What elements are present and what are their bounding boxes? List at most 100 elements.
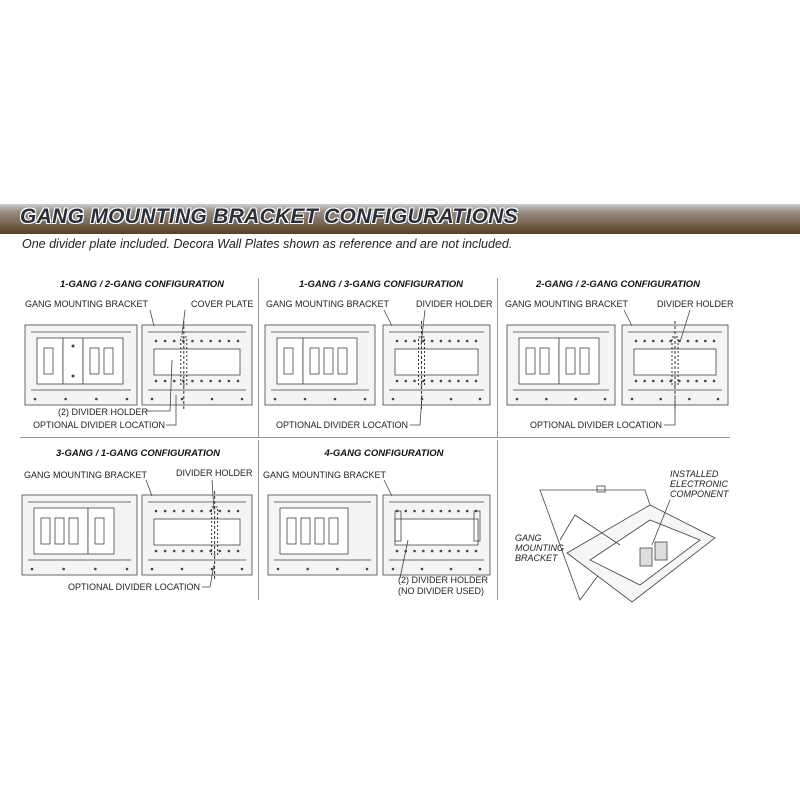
- screw-icon: [191, 509, 194, 513]
- decora-opening: [328, 517, 339, 545]
- panel-title: 2-GANG / 2-GANG CONFIGURATION: [536, 279, 700, 290]
- divider: [497, 278, 498, 438]
- screw-icon: [678, 379, 681, 383]
- label: OPTIONAL DIVIDER LOCATION: [276, 420, 409, 430]
- screw-icon: [150, 397, 154, 401]
- leader-line: [420, 309, 426, 346]
- screw-icon: [210, 567, 214, 571]
- screw-icon: [333, 397, 337, 401]
- leader-line: [664, 395, 676, 426]
- label: OPTIONAL DIVIDER LOCATION: [33, 420, 166, 430]
- panel-title: 4-GANG CONFIGURATION: [324, 448, 444, 459]
- divider-holder: [394, 510, 402, 542]
- screw-icon: [150, 567, 154, 571]
- leader-line: [211, 479, 215, 511]
- decora-opening: [525, 347, 536, 375]
- screw-icon: [413, 379, 416, 383]
- leader-line: [149, 309, 155, 327]
- screw-icon: [448, 549, 451, 553]
- label-line: COMPONENT: [670, 489, 729, 499]
- leader-line: [679, 309, 691, 343]
- screw-icon: [306, 567, 309, 571]
- screw-icon: [227, 549, 231, 553]
- screw-icon: [449, 567, 453, 571]
- page-title: GANG MOUNTING BRACKET CONFIGURATIONS: [20, 205, 519, 228]
- screw-icon: [125, 397, 129, 401]
- screw-icon: [574, 397, 577, 401]
- screw-icon: [33, 397, 37, 401]
- screw-icon: [457, 549, 460, 553]
- leader-line: [383, 479, 393, 497]
- leader-line: [166, 395, 177, 426]
- screw-icon: [439, 379, 443, 383]
- leader-line: [399, 539, 409, 579]
- screw-icon: [465, 549, 469, 553]
- screw-icon: [474, 379, 478, 383]
- divider-holder: [211, 506, 219, 556]
- screw-icon: [716, 397, 720, 401]
- screw-icon: [218, 509, 222, 513]
- divider-holder: [473, 510, 481, 542]
- screw-icon: [395, 339, 399, 343]
- label-line: ELECTRONIC: [670, 479, 729, 489]
- bracket-opening: [153, 518, 241, 546]
- screw-icon: [163, 509, 167, 513]
- screw-icon: [236, 339, 240, 343]
- screw-icon: [686, 339, 690, 343]
- screw-icon: [420, 567, 424, 571]
- screw-icon: [200, 509, 203, 513]
- screw-icon: [62, 567, 65, 571]
- screw-icon: [465, 379, 469, 383]
- label-gang-bracket: GANG MOUNTING BRACKET: [515, 533, 564, 563]
- screw-icon: [71, 374, 75, 378]
- screw-icon: [71, 344, 75, 348]
- screw-icon: [180, 397, 184, 401]
- decora-opening: [539, 347, 550, 375]
- screw-icon: [652, 339, 655, 343]
- screw-icon: [439, 509, 443, 513]
- screw-icon: [154, 549, 158, 553]
- screw-icon: [457, 379, 460, 383]
- subtitle: One divider plate included. Decora Wall …: [22, 237, 513, 251]
- screw-icon: [30, 567, 34, 571]
- screw-icon: [413, 549, 416, 553]
- decora-opening: [40, 517, 51, 545]
- label: (2) DIVIDER HOLDER: [398, 575, 489, 585]
- decora-opening: [54, 517, 65, 545]
- screw-icon: [363, 397, 367, 401]
- screw-icon: [240, 567, 244, 571]
- screw-icon: [634, 339, 638, 343]
- screw-icon: [365, 567, 369, 571]
- leader-line: [202, 564, 215, 588]
- screw-icon: [236, 509, 240, 513]
- decora-opening: [103, 347, 114, 375]
- screw-icon: [643, 339, 646, 343]
- decora-opening: [43, 347, 54, 375]
- screw-icon: [695, 379, 698, 383]
- wall-plate: [276, 337, 304, 385]
- label: (2) DIVIDER HOLDER: [58, 407, 149, 417]
- screw-icon: [634, 379, 638, 383]
- bracket-opening: [394, 348, 479, 376]
- screw-icon: [163, 339, 167, 343]
- screw-icon: [391, 397, 395, 401]
- screw-icon: [430, 549, 434, 553]
- screw-icon: [391, 567, 395, 571]
- screw-icon: [191, 339, 194, 343]
- screw-icon: [209, 339, 212, 343]
- screw-icon: [652, 379, 655, 383]
- decora-opening: [300, 517, 311, 545]
- screw-icon: [163, 379, 167, 383]
- screw-icon: [395, 549, 399, 553]
- title-banner: [0, 204, 800, 234]
- label: OPTIONAL DIVIDER LOCATION: [68, 582, 201, 592]
- divider: [258, 440, 259, 600]
- label: DIVIDER HOLDER: [416, 299, 493, 309]
- panel-title: 1-GANG / 3-GANG CONFIGURATION: [299, 279, 463, 290]
- screw-icon: [704, 339, 707, 343]
- screw-icon: [336, 567, 339, 571]
- screw-icon: [688, 397, 691, 401]
- screw-icon: [180, 567, 184, 571]
- leader-line: [145, 479, 153, 497]
